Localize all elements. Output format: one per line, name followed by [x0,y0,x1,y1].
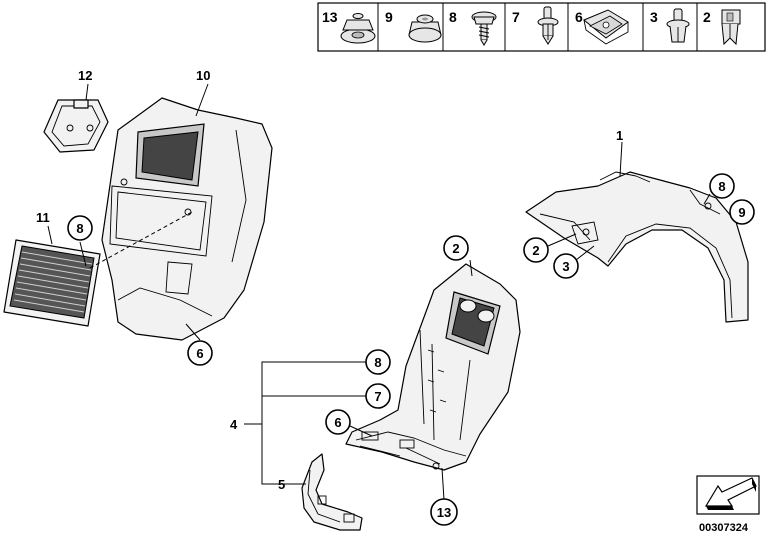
spring-nut-icon [583,9,629,45]
wheel-arch-liner-rear-part [101,97,273,341]
callout-circle [365,383,391,409]
callout-9-right: 9 [738,205,745,220]
leader-line [469,259,473,277]
callout-circle [325,409,351,435]
callout-12: 12 [78,68,92,83]
leader-line [79,241,87,267]
callout-6-left: 6 [196,346,203,361]
callout-3-right: 3 [562,259,569,274]
callout-13: 13 [437,505,451,520]
callout-2-right: 2 [532,243,539,258]
callout-2-mid: 2 [452,241,459,256]
diagram-id: 00307324 [699,522,749,534]
callout-circle [67,215,93,241]
legend-frame [317,2,766,52]
callout-6-group: 6 [334,415,341,430]
leader-line [703,193,711,205]
trim-strip-part [301,453,363,531]
leader-line [547,233,577,247]
leader-line [441,467,445,501]
hex-nut-icon [408,14,442,43]
callout-7-group: 7 [374,389,381,404]
callout-circle [430,498,458,526]
leader-line [185,323,201,341]
expanding-nut-icon [721,9,741,46]
leader-line [575,245,595,261]
callout-8-left: 8 [76,221,83,236]
vent-grille-part [3,239,101,327]
fastener-legend: 13 9 8 7 6 3 2 [317,2,766,52]
legend-number: 2 [703,9,711,25]
legend-number: 3 [650,9,658,25]
leader-line [85,83,89,101]
callout-circle [523,237,549,263]
legend-number: 7 [512,9,520,25]
callout-1: 1 [616,128,623,143]
callout-circle [553,253,579,279]
leader-line [195,83,209,117]
expanding-rivet-icon [537,6,559,45]
callout-4: 4 [230,417,238,432]
callout-circle [729,199,755,225]
wheel-arch-liner-center-part [345,263,521,471]
legend-number: 13 [322,9,338,25]
wheel-arch-liner-front-part [525,171,749,323]
callout-10: 10 [196,68,210,83]
leader-line [349,425,373,437]
cover-plate-part [43,99,109,153]
callout-5: 5 [278,477,285,492]
callout-circle [709,173,735,199]
assembly-line [89,211,193,269]
callout-circle [365,349,391,375]
callout-8-group: 8 [374,355,381,370]
legend-number: 9 [385,9,393,25]
flange-nut-icon [340,13,376,44]
leader-line [47,225,53,245]
orientation-arrow-icon [696,475,760,515]
sheet-metal-screw-icon [471,11,497,46]
callout-11: 11 [36,210,50,225]
legend-number: 8 [449,9,457,25]
legend-number: 6 [575,9,583,25]
callout-8-right: 8 [718,179,725,194]
group-bracket [261,361,366,485]
push-rivet-icon [666,8,690,43]
callout-circle [443,235,469,261]
leader-line [619,141,623,177]
callout-circle [187,340,213,366]
